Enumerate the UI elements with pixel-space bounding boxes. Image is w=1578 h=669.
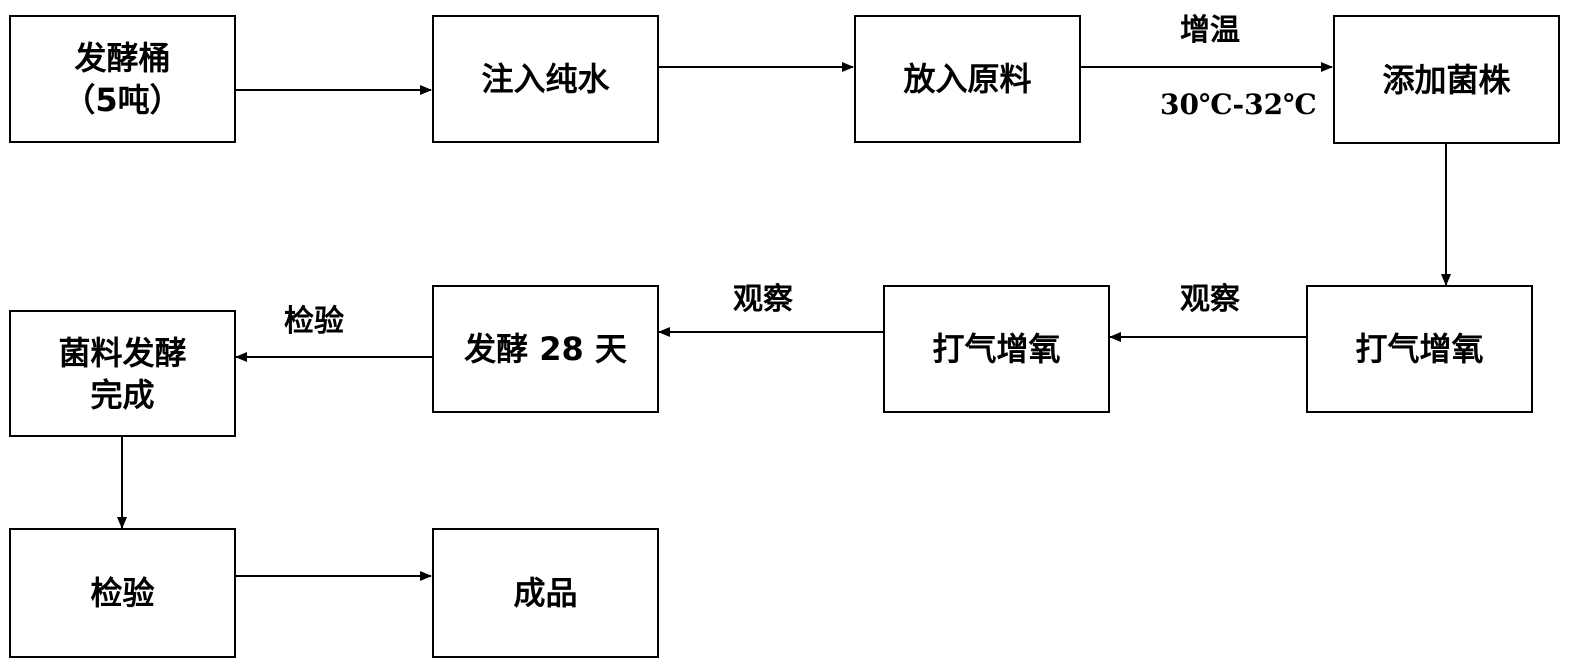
node-fermentation-bucket-line1: 发酵桶 xyxy=(74,39,171,77)
edge-label-temperature-range: 30℃-32℃ xyxy=(1160,88,1317,121)
node-fermentation-bucket: 发酵桶 （5吨） xyxy=(9,15,236,143)
node-add-raw-materials-label: 放入原料 xyxy=(903,60,1032,98)
node-fermentation-bucket-line2: （5吨） xyxy=(63,81,182,119)
node-ferment-28-days-label: 发酵 28 天 xyxy=(464,330,627,368)
node-aeration-right: 打气增氧 xyxy=(1306,285,1533,413)
node-add-strain-label: 添加菌株 xyxy=(1382,60,1511,99)
node-inject-pure-water-label: 注入纯水 xyxy=(481,60,610,98)
edge-label-inspect: 检验 xyxy=(284,304,344,339)
node-aeration-middle: 打气增氧 xyxy=(883,285,1110,413)
edge-label-heating: 增温 xyxy=(1180,13,1240,48)
edge-label-observe-middle: 观察 xyxy=(733,282,793,317)
node-finished-product-label: 成品 xyxy=(513,574,578,612)
node-add-raw-materials: 放入原料 xyxy=(854,15,1081,143)
node-aeration-middle-label: 打气增氧 xyxy=(932,330,1061,368)
node-inspection-label: 检验 xyxy=(90,574,155,612)
node-strain-fermentation-complete-line1: 菌料发酵 xyxy=(58,333,187,372)
node-ferment-28-days: 发酵 28 天 xyxy=(432,285,659,413)
node-inspection: 检验 xyxy=(9,528,236,658)
edge-label-observe-right: 观察 xyxy=(1180,282,1240,317)
node-inject-pure-water: 注入纯水 xyxy=(432,15,659,143)
node-add-strain: 添加菌株 xyxy=(1333,15,1560,144)
node-finished-product: 成品 xyxy=(432,528,659,658)
node-strain-fermentation-complete-line2: 完成 xyxy=(90,375,155,414)
node-strain-fermentation-complete: 菌料发酵 完成 xyxy=(9,310,236,437)
node-aeration-right-label: 打气增氧 xyxy=(1355,330,1484,368)
